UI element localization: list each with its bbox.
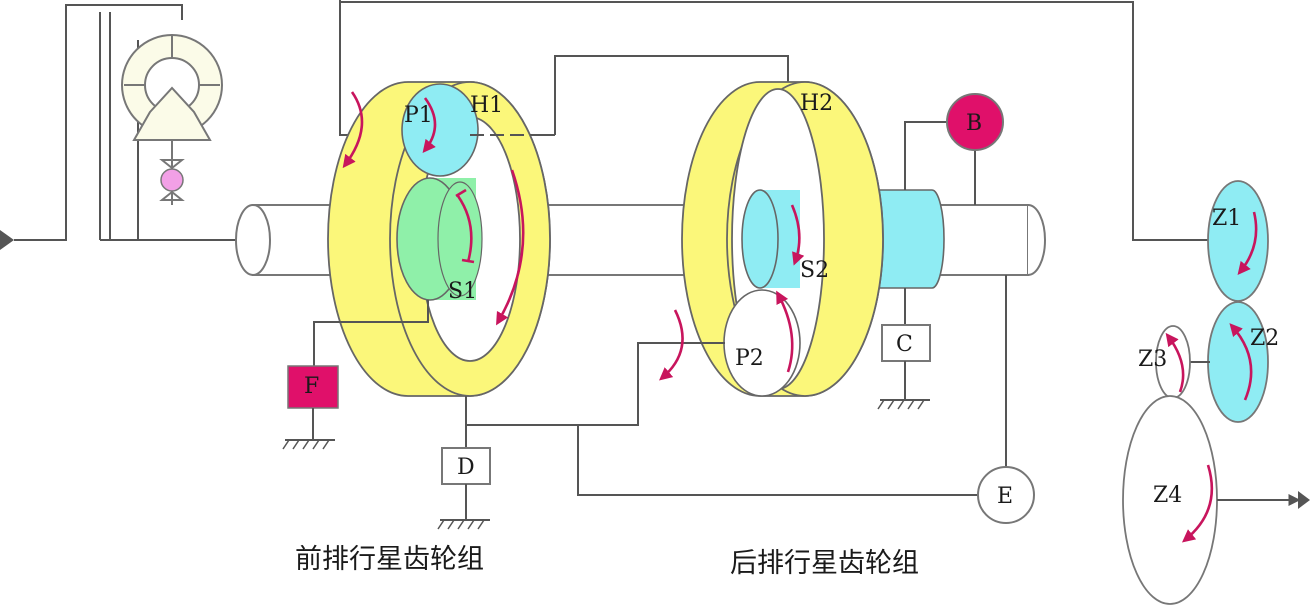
label-c: C	[896, 332, 913, 357]
caption-rear-planetary: 后排行星齿轮组	[730, 548, 919, 579]
front-planet-gear-p1	[401, 83, 479, 177]
torque-converter-icon	[121, 34, 223, 141]
output-arrow-icon	[1298, 491, 1310, 509]
gear-z2	[1207, 301, 1269, 423]
label-z3: Z3	[1138, 347, 1167, 372]
front-sun-gear-s1	[396, 177, 483, 301]
label-s1: S1	[448, 279, 477, 304]
label-s2: S2	[800, 258, 829, 283]
label-f: F	[304, 374, 319, 399]
label-h2: H2	[800, 91, 833, 116]
rear-planet-gear-p2	[723, 289, 801, 397]
rotation-arrows	[342, 91, 1258, 543]
input-arrow-icon	[0, 230, 14, 250]
brake-c	[877, 324, 931, 410]
label-e: E	[997, 484, 1013, 509]
label-b: B	[966, 111, 982, 136]
label-p2: P2	[735, 346, 764, 371]
input-section	[0, 4, 240, 250]
label-h1: H1	[470, 93, 503, 118]
clutch-b	[946, 93, 1004, 151]
label-p1: P1	[404, 103, 433, 128]
label-z2: Z2	[1250, 326, 1279, 351]
label-d: D	[457, 455, 475, 480]
brake-d	[437, 447, 491, 530]
caption-front-planetary: 前排行星齿轮组	[295, 544, 484, 575]
brake-f	[282, 365, 339, 450]
label-z4: Z4	[1153, 483, 1182, 508]
label-z1: Z1	[1212, 206, 1241, 231]
clutch-e	[977, 466, 1035, 524]
gear-z1	[1207, 180, 1269, 302]
pump-valve-icon	[159, 140, 185, 205]
